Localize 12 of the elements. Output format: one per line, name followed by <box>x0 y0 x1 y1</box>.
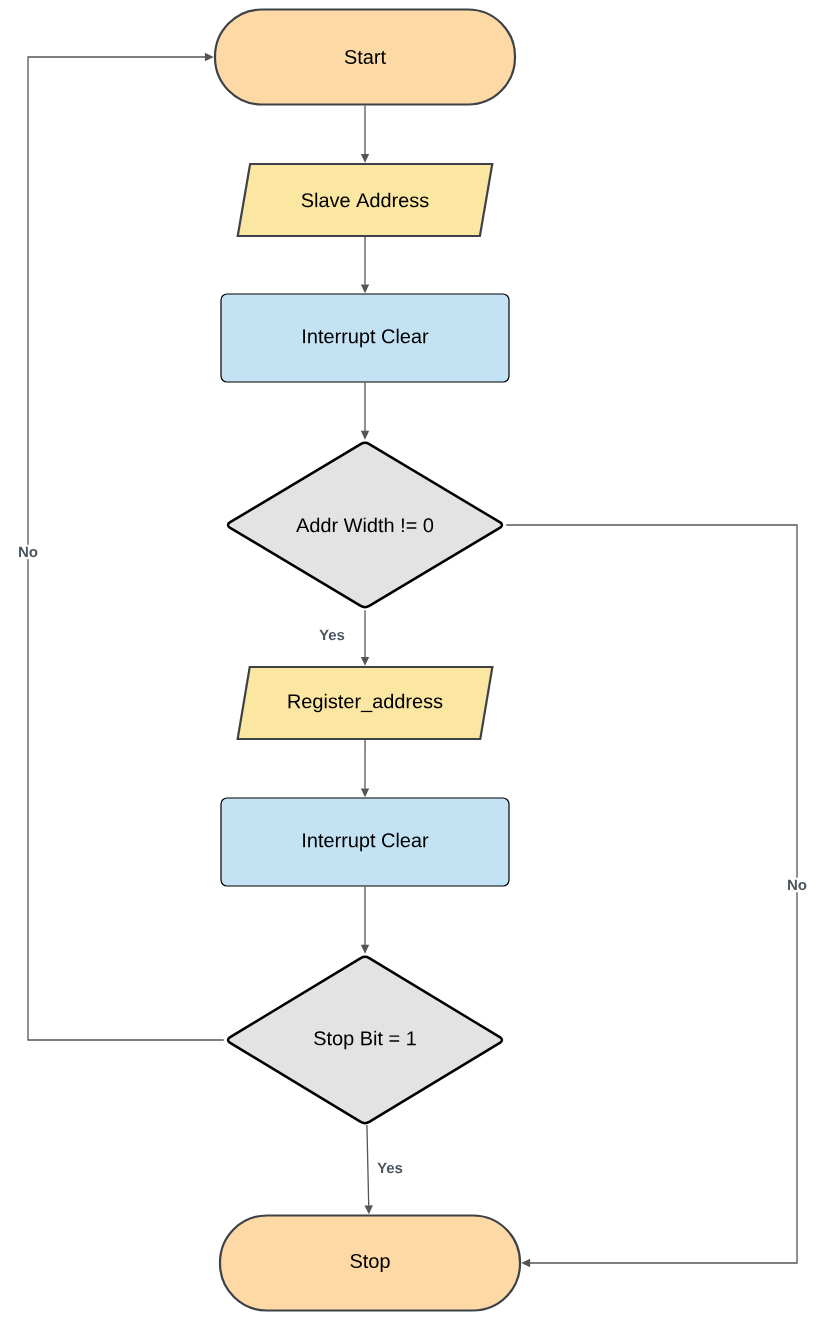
edge-label: Yes <box>317 627 347 643</box>
edge-label: No <box>785 877 809 893</box>
terminal: Start <box>213 8 517 106</box>
input-output-box: Slave Address <box>236 162 494 238</box>
edge-label: No <box>16 544 40 560</box>
edge-label: Yes <box>375 1160 405 1176</box>
process-box: Interrupt Clear <box>220 797 510 887</box>
arrow <box>505 524 798 1268</box>
input-output-box: Register_address <box>236 665 494 741</box>
terminal: Stop <box>218 1214 522 1312</box>
process-box: Interrupt Clear <box>220 293 510 383</box>
arrow <box>27 52 225 1041</box>
